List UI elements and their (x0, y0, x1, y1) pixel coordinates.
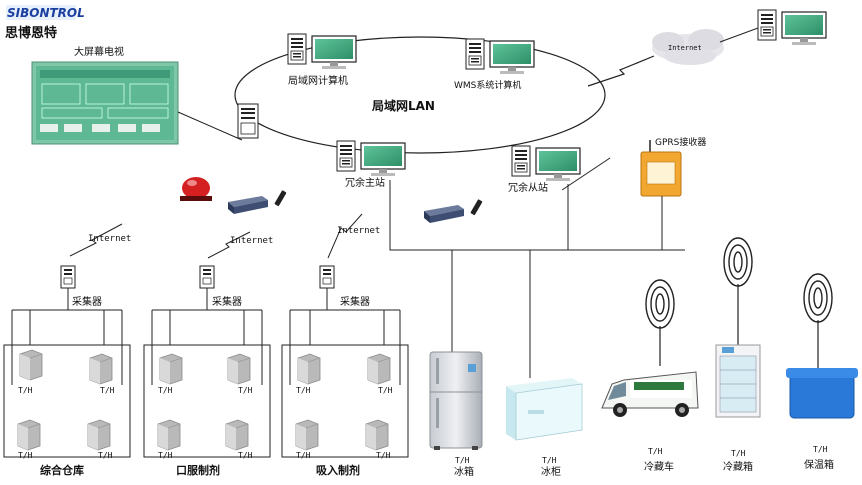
alarm-light (180, 177, 212, 201)
lan-ring (234, 36, 606, 154)
device-name-truck: 冷藏车 (644, 462, 674, 473)
gprs-receiver (640, 140, 682, 197)
backup-station-label: 冗余从站 (508, 183, 548, 194)
wireless-signal-truck (645, 279, 675, 329)
device-name-freezer: 冰柜 (541, 467, 561, 478)
internet-links (69, 213, 363, 259)
insulated-box (786, 368, 858, 419)
collector-1 (60, 265, 76, 289)
chest-freezer (506, 378, 583, 441)
wireless-signal-cabinet (723, 237, 753, 287)
internet-computer (757, 9, 827, 46)
lan-server (237, 103, 259, 139)
zone-name-2: 口服制剂 (176, 464, 220, 477)
wms-computer-label: WMS系统计算机 (454, 81, 522, 91)
sensor-th: T/H (158, 451, 173, 460)
device-name-fridge: 冰箱 (454, 467, 474, 478)
internet-label-1: Internet (88, 234, 132, 244)
zone-name-3: 吸入制剂 (316, 464, 360, 477)
device-th-box: T/H (813, 445, 828, 454)
sensor-th: T/H (18, 386, 33, 395)
main-station-label: 冗余主站 (345, 178, 385, 189)
refrigerated-truck (601, 371, 699, 417)
internet-cloud-label: Internet (668, 44, 702, 52)
internet-label-2: Internet (230, 236, 274, 246)
sensor-th: T/H (296, 451, 311, 460)
zone-wiring (3, 288, 409, 458)
gsm-modem-right (424, 199, 483, 223)
wms-computer (465, 38, 535, 75)
wireless-signal-box (803, 273, 833, 323)
fridge (429, 351, 483, 450)
sensor-th: T/H (238, 451, 253, 460)
zone-name-1: 综合仓库 (40, 464, 84, 477)
collector-label-1: 采集器 (72, 297, 102, 308)
sensor-th: T/H (100, 386, 115, 395)
collector-2 (199, 265, 215, 289)
sensor-th: T/H (296, 386, 311, 395)
wired-bus (389, 157, 685, 378)
main-station-computer (336, 140, 406, 177)
sensor-th: T/H (158, 386, 173, 395)
sensor-th: T/H (98, 451, 113, 460)
company-name: 思博恩特 (5, 26, 58, 41)
company-logo-text: SIBONTROL (7, 6, 85, 20)
device-th-cabinet: T/H (731, 449, 746, 458)
company-logo (6, 5, 76, 20)
device-name-cabinet: 冷藏箱 (723, 462, 753, 473)
big-screen-label: 大屏幕电视 (74, 47, 124, 58)
sensor-th: T/H (378, 386, 393, 395)
refrigerated-cabinet (715, 344, 761, 418)
big-screen-tv (31, 61, 179, 145)
lan-computer (287, 33, 357, 70)
sensor-th: T/H (18, 451, 33, 460)
device-th-freezer: T/H (542, 456, 557, 465)
zone-sensors (17, 349, 391, 451)
sensor-th: T/H (238, 386, 253, 395)
gsm-modem-left (228, 190, 287, 214)
gprs-receiver-label: GPRS接收器 (655, 138, 707, 148)
device-name-box: 保温箱 (804, 460, 834, 471)
collector-3 (319, 265, 335, 289)
device-th-fridge: T/H (455, 456, 470, 465)
backup-station-computer (511, 145, 581, 182)
collector-label-2: 采集器 (212, 297, 242, 308)
lan-title: 局域网LAN (372, 99, 435, 113)
lan-computer-label: 局域网计算机 (288, 76, 348, 87)
sensor-th: T/H (376, 451, 391, 460)
internet-label-3: Internet (337, 226, 381, 236)
collector-label-3: 采集器 (340, 297, 370, 308)
internet-cloud (652, 29, 724, 65)
device-th-truck: T/H (648, 447, 663, 456)
